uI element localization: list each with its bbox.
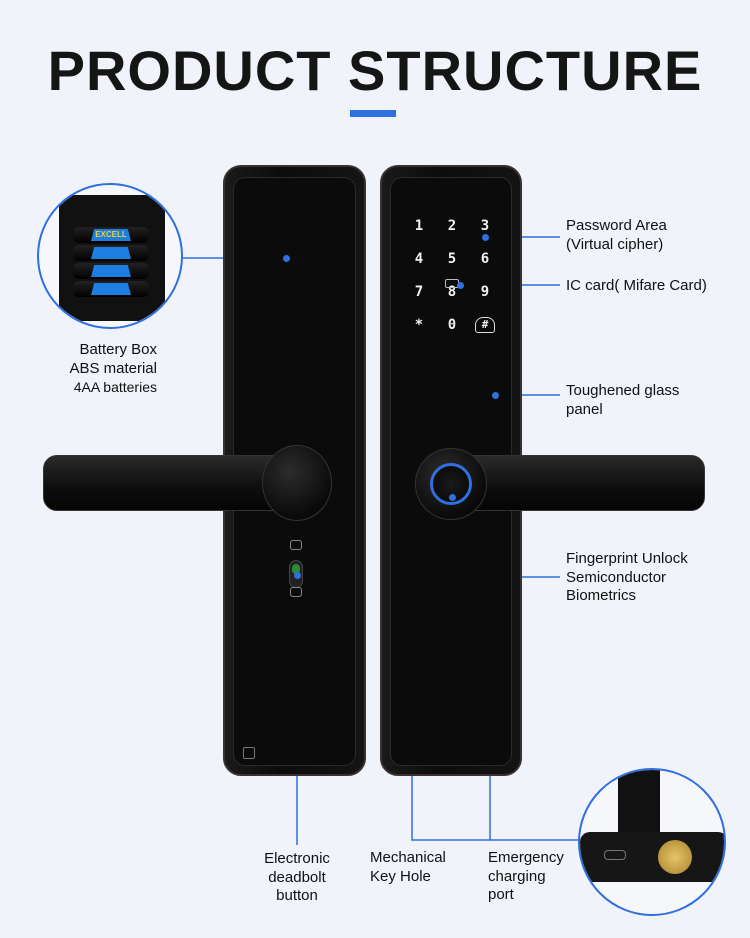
charging-callout: Emergency charging port [488, 849, 564, 903]
key-doorbell[interactable]: # [475, 317, 495, 333]
key-9[interactable]: 9 [480, 284, 490, 300]
lock-icon [290, 540, 302, 550]
usb-c-port [604, 850, 626, 860]
callout-dot [283, 255, 290, 262]
keypad: 1 2 3 4 5 6 7 8 9 * 0 # [409, 218, 505, 333]
key-3[interactable]: 3 [480, 218, 490, 234]
callout-dot [449, 494, 456, 501]
ic-card-callout: IC card( Mifare Card) [566, 277, 707, 294]
key-8[interactable]: 8 [447, 284, 457, 300]
fingerprint-callout: Fingerprint Unlock Semiconductor Biometr… [566, 550, 688, 604]
deadbolt-callout: Electronic deadbolt button [264, 850, 330, 904]
callout-dot [457, 282, 464, 289]
key-2[interactable]: 2 [447, 218, 457, 234]
keyhole-callout: Mechanical Key Hole [370, 849, 446, 885]
key-star[interactable]: * [414, 317, 424, 333]
password-callout: Password Area (Virtual cipher) [566, 217, 667, 253]
page-title: PRODUCT STRUCTURE [47, 39, 703, 102]
lever-handle-front [440, 455, 705, 511]
unlock-icon [290, 587, 302, 597]
bottom-ports-zoom [578, 768, 726, 916]
callout-dot [294, 572, 301, 579]
key-6[interactable]: 6 [480, 251, 490, 267]
battery-callout: Battery Box ABS material 4AA batteries [69, 341, 157, 395]
callout-dot [492, 392, 499, 399]
key-cylinder [658, 840, 692, 874]
glass-callout: Toughened glass panel [566, 382, 680, 418]
key-4[interactable]: 4 [414, 251, 424, 267]
key-5[interactable]: 5 [447, 251, 457, 267]
keyhole-cover-icon [243, 747, 255, 759]
callout-dot [482, 234, 489, 241]
key-7[interactable]: 7 [414, 284, 424, 300]
handle-rose-back [262, 445, 332, 521]
key-1[interactable]: 1 [414, 218, 424, 234]
title-underline [350, 110, 396, 117]
battery-box-zoom: EXCELL [37, 183, 183, 329]
key-0[interactable]: 0 [447, 317, 457, 333]
battery-label: EXCELL [91, 229, 131, 241]
